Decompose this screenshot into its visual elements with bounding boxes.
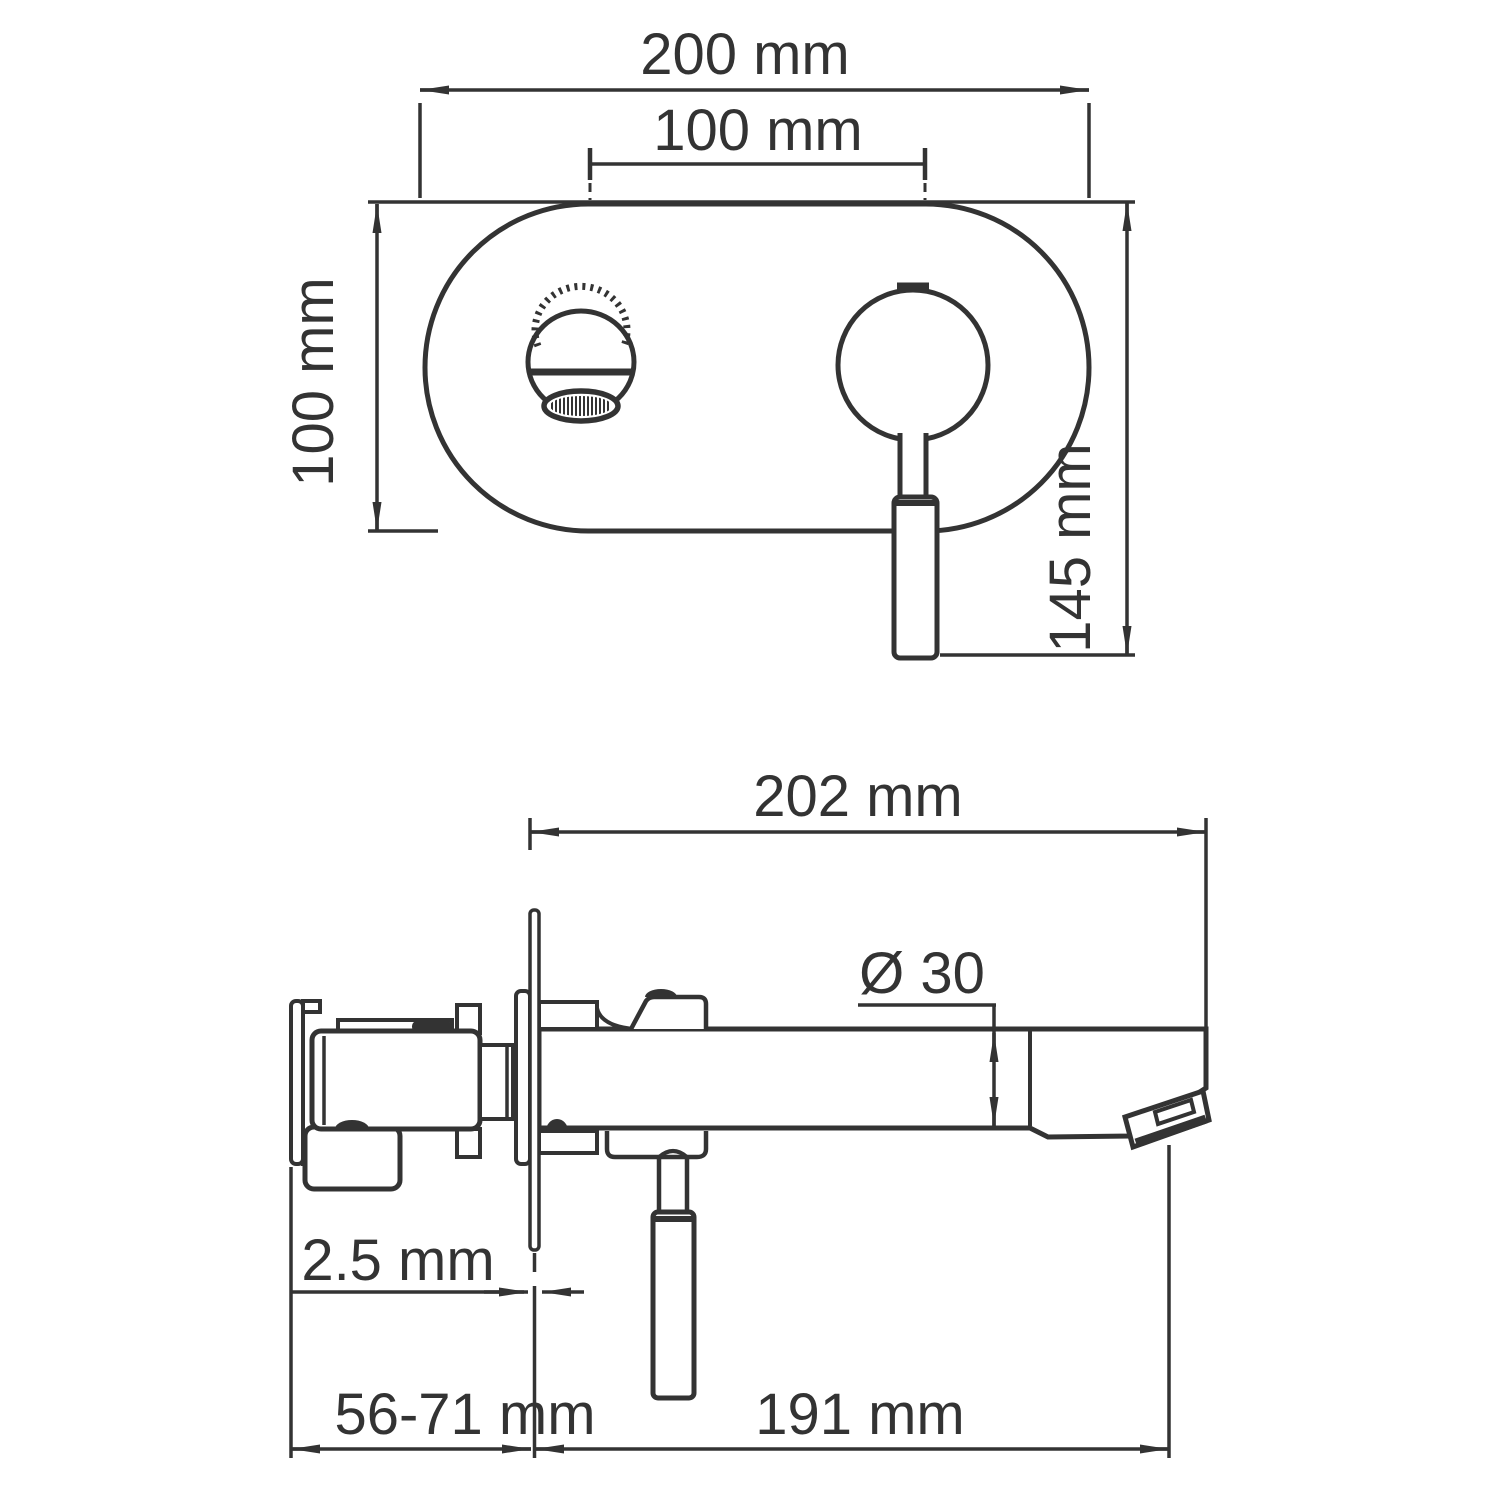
dim-total-depth: 202 mm: [528, 764, 1208, 1088]
dim-plate-height: 100 mm: [281, 204, 438, 533]
side-valve-body: [289, 989, 532, 1192]
side-wall-plate: [528, 908, 541, 1252]
dim-hole-spacing-label: 100 mm: [653, 98, 863, 163]
dim-total-depth-label: 202 mm: [753, 764, 963, 829]
dim-handle-length-label: 145 mm: [1038, 443, 1103, 653]
dim-install-depth: 56-71 mm: [291, 1382, 596, 1454]
dim-install-depth-label: 56-71 mm: [334, 1382, 595, 1447]
front-handle: [835, 282, 991, 661]
dim-hole-spacing: 100 mm: [587, 98, 928, 200]
side-wall-fittings: [537, 989, 709, 1160]
dim-spout-diameter-label: Ø 30: [859, 941, 985, 1006]
dim-handle-length: 145 mm: [940, 202, 1135, 657]
dim-plate-thickness: 2.5 mm: [291, 1228, 584, 1297]
front-spout: [525, 282, 637, 424]
dim-spout-reach: 191 mm: [535, 1382, 1169, 1454]
front-view: 200 mm 100 mm 100 mm 145 mm: [281, 22, 1135, 661]
spout-knurl-shading: [531, 282, 631, 348]
side-spout-tube: [536, 1026, 1212, 1151]
side-view: 202 mm Ø 30 2.5 mm 56-71 mm: [289, 764, 1212, 1458]
dim-plate-width: 200 mm: [418, 22, 1091, 198]
dim-plate-thickness-label: 2.5 mm: [301, 1228, 494, 1293]
dim-spout-reach-label: 191 mm: [755, 1382, 965, 1447]
dim-plate-height-label: 100 mm: [281, 277, 346, 487]
front-handle-grip: [891, 494, 940, 661]
dim-plate-width-label: 200 mm: [640, 22, 850, 87]
dim-spout-diameter: Ø 30: [858, 941, 999, 1128]
side-handle: [650, 1149, 697, 1401]
